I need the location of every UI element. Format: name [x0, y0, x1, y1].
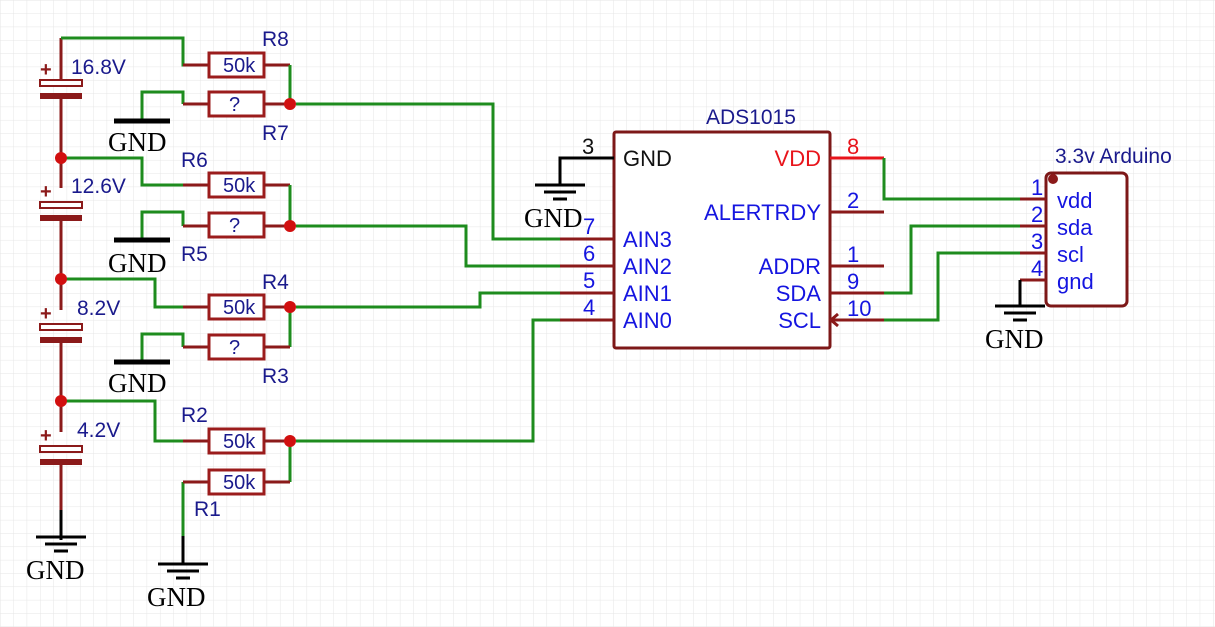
- svg-text:1: 1: [847, 242, 859, 267]
- resistor-ref: R1: [194, 498, 221, 521]
- net-ain1[interactable]: [296, 291, 587, 309]
- resistor-r8[interactable]: 50k R8: [183, 28, 290, 79]
- pin-label: ADDR: [759, 254, 821, 279]
- resistor-ref: R4: [262, 271, 289, 294]
- pin-label: gnd: [1057, 269, 1094, 294]
- battery-voltage-label: 12.6V: [71, 175, 126, 198]
- svg-text:7: 7: [583, 214, 595, 239]
- svg-text:GND: GND: [985, 324, 1044, 354]
- resistor-r5[interactable]: ? R5: [140, 210, 290, 266]
- resistor-ref: R6: [181, 149, 208, 172]
- svg-text:+: +: [40, 181, 52, 203]
- svg-text:8: 8: [847, 134, 859, 159]
- resistor-r2[interactable]: 50k R2: [181, 404, 290, 455]
- svg-text:?: ?: [229, 94, 240, 116]
- net-sda[interactable]: [884, 224, 1020, 295]
- pin-label: AIN3: [623, 227, 672, 252]
- resistor-r7[interactable]: ? R7: [140, 90, 290, 145]
- svg-text:?: ?: [229, 337, 240, 359]
- svg-text:50k: 50k: [223, 431, 256, 453]
- ground-bar-symbol: GND: [108, 359, 170, 398]
- junction-dot: [55, 273, 67, 285]
- svg-text:+: +: [40, 425, 52, 447]
- battery-1[interactable]: + 16.8V: [39, 56, 126, 99]
- svg-text:9: 9: [847, 269, 859, 294]
- svg-text:3: 3: [1031, 229, 1043, 254]
- junction-dot: [284, 301, 296, 313]
- svg-text:GND: GND: [108, 127, 167, 157]
- ground-bar-symbol: GND: [108, 237, 170, 278]
- resistor-r6[interactable]: 50k R6: [181, 149, 290, 199]
- resistor-r1[interactable]: 50k R1: [181, 468, 290, 536]
- pin-label: VDD: [775, 146, 821, 171]
- resistor-ref: R2: [181, 404, 208, 427]
- pin-label: AIN0: [623, 308, 672, 333]
- battery-2[interactable]: + 12.6V: [39, 175, 126, 221]
- pin1-marker-icon: [1048, 174, 1058, 184]
- junction-dot: [55, 395, 67, 407]
- module-name: 3.3v Arduino: [1055, 145, 1172, 168]
- svg-text:GND: GND: [524, 203, 583, 233]
- resistor-ref: R8: [262, 28, 289, 51]
- svg-text:10: 10: [847, 296, 871, 321]
- svg-text:4: 4: [1031, 256, 1043, 281]
- net-vdd[interactable]: [882, 158, 1020, 201]
- junction-dot: [284, 435, 296, 447]
- net-ain2[interactable]: [296, 224, 587, 268]
- resistor-ref: R7: [262, 122, 289, 145]
- battery-4[interactable]: + 4.2V: [39, 419, 120, 465]
- pin-label: SDA: [776, 281, 822, 306]
- svg-text:1: 1: [1031, 175, 1043, 200]
- svg-text:+: +: [40, 59, 52, 81]
- ground-symbol: GND: [524, 183, 585, 233]
- pin-label: sda: [1057, 215, 1093, 240]
- resistor-r4[interactable]: 50k R4: [207, 271, 290, 321]
- battery-3[interactable]: + 8.2V: [39, 297, 120, 343]
- svg-text:50k: 50k: [223, 55, 256, 77]
- resistor-ref: R5: [181, 243, 208, 266]
- chip-name: ADS1015: [706, 106, 796, 129]
- svg-text:4: 4: [583, 295, 595, 320]
- svg-text:2: 2: [847, 188, 859, 213]
- svg-text:50k: 50k: [223, 297, 256, 319]
- junction-dot: [284, 220, 296, 232]
- pin-label: AIN1: [623, 281, 672, 306]
- resistor-ref: R3: [262, 365, 289, 388]
- net-ain3[interactable]: [296, 102, 587, 241]
- pin-label: GND: [623, 146, 672, 171]
- svg-text:GND: GND: [108, 248, 167, 278]
- pin-label: vdd: [1057, 188, 1092, 213]
- ground-symbol: GND: [147, 536, 208, 612]
- svg-text:2: 2: [1031, 202, 1043, 227]
- pin-label: AIN2: [623, 254, 672, 279]
- svg-text:50k: 50k: [223, 175, 256, 197]
- resistor-r3[interactable]: ? R3: [140, 332, 290, 388]
- ground-symbol: GND: [26, 535, 86, 585]
- battery-voltage-label: 16.8V: [71, 56, 126, 79]
- svg-text:GND: GND: [26, 555, 85, 585]
- pin-label: SCL: [778, 308, 821, 333]
- junction-dot: [284, 98, 296, 110]
- svg-text:50k: 50k: [223, 472, 256, 494]
- pin-label: ALERTRDY: [704, 200, 821, 225]
- battery-voltage-label: 8.2V: [77, 297, 120, 320]
- svg-text:+: +: [40, 303, 52, 325]
- svg-text:GND: GND: [108, 368, 167, 398]
- arduino-module[interactable]: 3.3v Arduino 1 vdd 2 sda 3 scl 4 gnd GND: [985, 145, 1172, 354]
- svg-text:3: 3: [582, 134, 594, 159]
- clock-input-icon: [828, 312, 839, 328]
- svg-text:5: 5: [583, 268, 595, 293]
- junction-dot: [55, 152, 67, 164]
- net-scl[interactable]: [884, 251, 1020, 322]
- pin-label: scl: [1057, 242, 1084, 267]
- ground-symbol: GND: [985, 280, 1045, 354]
- ground-bar-symbol: GND: [108, 118, 170, 157]
- svg-text:?: ?: [229, 215, 240, 237]
- battery-voltage-label: 4.2V: [77, 419, 120, 442]
- svg-text:6: 6: [583, 241, 595, 266]
- ads1015-chip[interactable]: ADS1015 3 GND GND 7 AIN3 6 AIN2 5 AIN1 4…: [524, 106, 884, 350]
- svg-text:GND: GND: [147, 582, 206, 612]
